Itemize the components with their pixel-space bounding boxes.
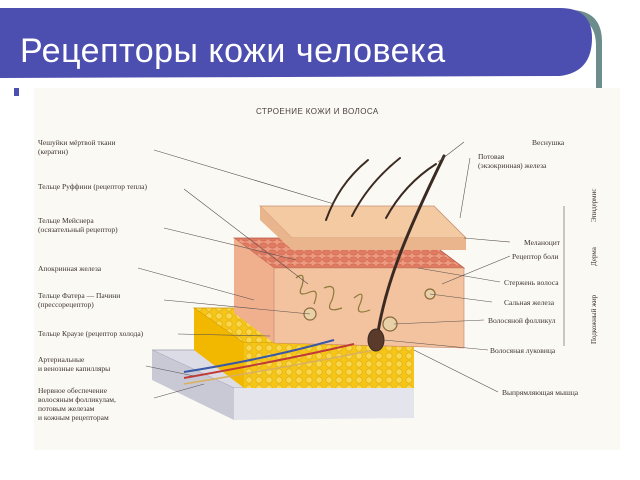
label-hair-shaft: Стержень волоса [504,278,559,287]
label-nerve-supply-line2: волосяным фолликулам, [38,395,116,404]
label-freckle-line1: Веснушка [532,138,565,147]
label-krause-bulb: Тельце Краузе (рецептор холода) [38,329,143,338]
label-apocrine-gland-line1: Апокринная железа [38,264,102,273]
label-pain-receptor-line1: Рецептор боли [512,252,559,261]
label-sebaceous-gland-line1: Сальная железа [504,298,555,307]
label-meissner-corpuscle: Тельце Мейснера (осязательный рецептор) [38,216,118,234]
label-melanocyte: Меланоцит [524,238,560,247]
layer-label-hypodermis: Подкожный жир [590,294,598,344]
label-meissner-corpuscle-line1: Тельце Мейснера [38,216,94,225]
layer-label-dermis: Дерма [590,247,598,266]
label-arrector-muscle: Выпрямляющая мышца [502,388,578,397]
label-hair-follicle: Волосяной фолликул [488,316,555,325]
label-sweat-gland-line1: Потовая [478,152,505,161]
slide-title-bar: Рецепторы кожи человека [0,8,602,88]
label-sweat-gland-line2: (экзокринная) железа [478,161,547,170]
label-sebaceous-gland: Сальная железа [504,298,554,307]
label-pacinian-corpuscle: Тельце Фатера — Пачини (прессорецептор) [38,291,120,309]
hair-shafts [325,154,446,352]
skin-structure-diagram: СТРОЕНИЕ КОЖИ И ВОЛОСА [34,88,620,450]
label-arrector-muscle-line1: Выпрямляющая мышца [502,388,579,397]
label-melanocyte-line1: Меланоцит [524,238,561,247]
label-pacinian-corpuscle-line1: Тельце Фатера — Пачини [38,291,121,300]
label-keratin-scales-line2: (кератин) [38,147,68,156]
label-pacinian-corpuscle-line2: (прессорецептор) [38,300,94,309]
left-accent-rule [14,88,19,96]
label-keratin-scales-line1: Чешуйки мёртвой ткани [38,138,116,147]
slide-title: Рецепторы кожи человека [20,32,446,70]
inner-structures [183,274,436,385]
diagram-title: СТРОЕНИЕ КОЖИ И ВОЛОСА [256,107,379,116]
label-capillaries-line1: Артериальные [38,355,85,364]
label-ruffini-corpuscle: Тельце Руффини (рецептор тепла) [38,182,147,191]
label-keratin-scales: Чешуйки мёртвой ткани (кератин) [38,138,116,156]
label-ruffini-corpuscle-line1: Тельце Руффини (рецептор тепла) [38,182,148,191]
label-hair-bulb-line1: Волосяная луковица [490,346,556,355]
label-hair-bulb: Волосяная луковица [490,346,555,355]
label-pain-receptor: Рецептор боли [512,252,559,261]
label-krause-bulb-line1: Тельце Краузе (рецептор холода) [38,329,144,338]
skin-cross-section-illustration [137,141,565,420]
label-hair-follicle-line1: Волосяной фолликул [488,316,556,325]
title-bar-shape [0,8,602,88]
label-freckle: Веснушка [532,138,564,147]
label-nerve-supply: Нервное обеспечение волосяным фолликулам… [38,386,116,422]
label-capillaries: Артериальные и венозные капилляры [38,355,110,373]
label-sweat-gland: Потовая (экзокринная) железа [478,152,546,170]
label-nerve-supply-line3: потовым железам [38,404,95,413]
epidermis-layer [259,205,467,250]
label-meissner-corpuscle-line2: (осязательный рецептор) [38,225,118,234]
label-nerve-supply-line4: и кожным рецепторам [38,413,109,422]
label-apocrine-gland: Апокринная железа [38,264,101,273]
label-capillaries-line2: и венозные капилляры [38,364,111,373]
label-hair-shaft-line1: Стержень волоса [504,278,559,287]
layer-label-epidermis: Эпидермис [590,188,598,222]
label-nerve-supply-line1: Нервное обеспечение [38,386,108,395]
label-leader-lines [137,141,565,399]
